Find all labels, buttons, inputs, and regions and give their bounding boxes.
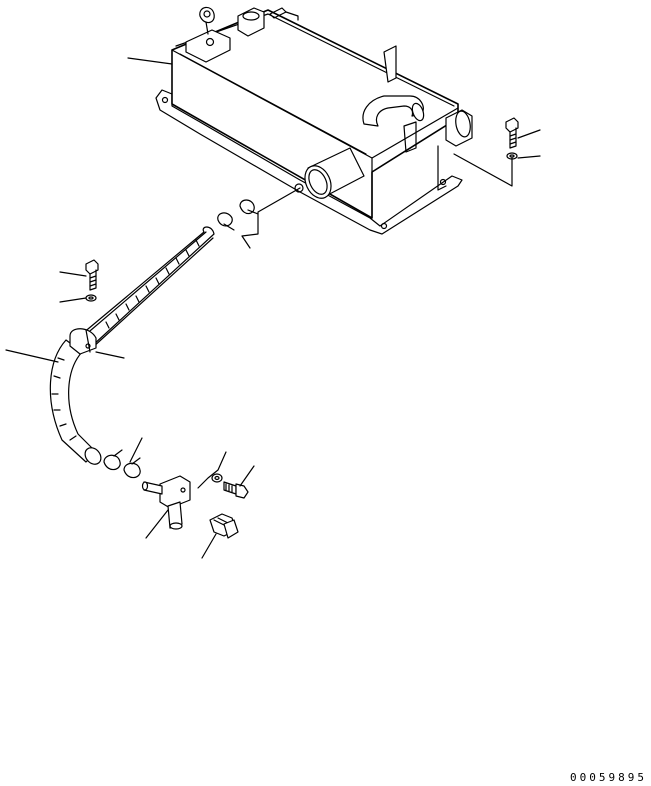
bolt-fitting	[223, 481, 249, 499]
long-hose	[49, 226, 215, 465]
elbow-fitting	[141, 475, 191, 530]
tank-assembly	[155, 6, 473, 235]
washer-left	[85, 294, 97, 302]
drawing-number: 00059895	[570, 771, 647, 784]
hose-clamp-lower	[103, 449, 141, 479]
hose-band-clamp	[69, 328, 97, 355]
bolt-right	[505, 117, 519, 149]
callout-leaders	[5, 57, 541, 559]
washer-fitting	[211, 473, 223, 483]
bolt-left	[85, 259, 99, 291]
hose-clamp-upper	[217, 199, 259, 231]
drain-plug	[209, 513, 239, 539]
